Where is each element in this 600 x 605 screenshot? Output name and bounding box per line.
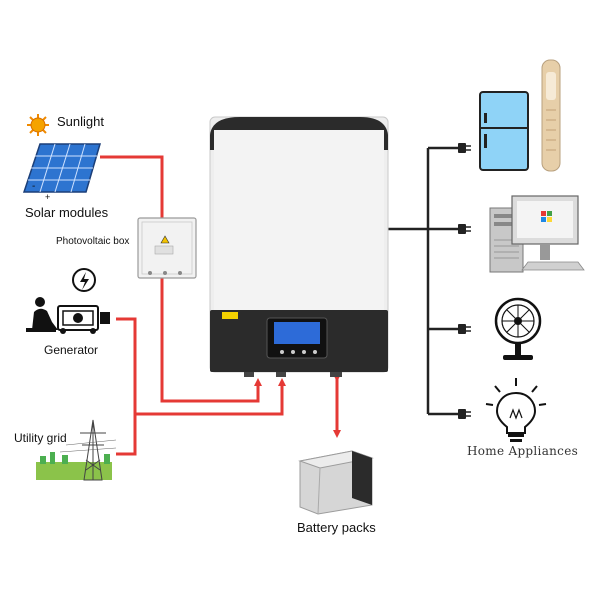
- generator-icon: [26, 268, 110, 334]
- photovoltaic-box-icon: [137, 217, 197, 279]
- sun-icon: [27, 114, 49, 136]
- label-generator: Generator: [44, 343, 99, 357]
- computer-icon: [489, 195, 585, 273]
- label-sunlight: Sunlight: [57, 114, 104, 129]
- plug-icons: [458, 143, 471, 419]
- light-bulb-icon: [485, 378, 547, 442]
- air-conditioner-icon: [541, 59, 561, 172]
- label-home-appliances: Home Appliances: [467, 444, 579, 458]
- pvbox-to-inverter-line: [160, 278, 262, 403]
- label-solar-modules: Solar modules: [25, 205, 109, 220]
- solar-panel-icon: - +: [22, 143, 101, 202]
- refrigerator-icon: [479, 91, 529, 171]
- label-battery-packs: Battery packs: [297, 520, 376, 535]
- svg-text:-: -: [32, 181, 35, 192]
- label-utility-grid: Utility grid: [14, 431, 67, 445]
- battery-pack-icon: [298, 450, 374, 515]
- svg-text:+: +: [45, 192, 50, 202]
- inverter-icon: [209, 116, 389, 377]
- grid-to-generator-line: [116, 414, 137, 456]
- label-photovoltaic-box: Photovoltaic box: [56, 236, 130, 247]
- plug-icon: [458, 409, 466, 419]
- solar-to-pvbox-line: [100, 155, 164, 218]
- input-power-lines: [100, 155, 341, 456]
- fan-icon: [494, 297, 542, 360]
- plug-icon: [458, 224, 466, 234]
- plug-icon: [458, 143, 466, 153]
- output-power-lines: [386, 146, 458, 416]
- utility-grid-icon: [36, 419, 117, 481]
- plug-icon: [458, 324, 466, 334]
